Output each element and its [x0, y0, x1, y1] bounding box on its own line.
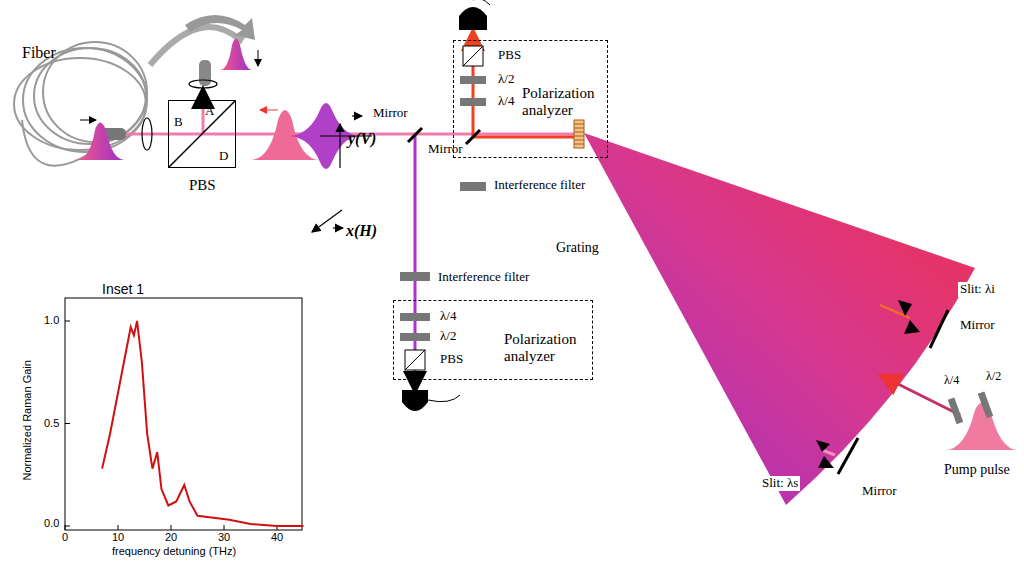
analyzer-optics	[400, 46, 993, 424]
slit-label: Slit: λi	[958, 282, 997, 297]
tick-label: 20	[165, 531, 177, 544]
beam-splitter-cube: ABDPBS	[168, 100, 236, 168]
part-name: λ/2	[986, 370, 1001, 384]
box-title: Polarization analyzer	[522, 85, 602, 120]
tick-label: 0.0	[44, 517, 59, 530]
detectors	[402, 0, 490, 411]
port-label: D	[219, 149, 228, 164]
port-label: B	[174, 115, 183, 130]
rotation-arrow	[185, 15, 255, 40]
part-name: λ/4	[498, 94, 514, 109]
mirrors	[408, 128, 948, 474]
axis-name: x(H)	[346, 222, 377, 240]
grating	[574, 120, 584, 148]
slit-label: Slit: λs	[760, 476, 800, 491]
part-name: λ/2	[440, 329, 456, 344]
fiber-coil	[14, 27, 246, 166]
axis-name: y(V)	[348, 130, 376, 148]
port-label: A	[205, 104, 214, 119]
tick-label: 30	[218, 531, 230, 544]
slits	[816, 300, 920, 468]
polarization-analyzer-box: Polarization analyzer	[453, 40, 608, 158]
part-name: λ/2	[498, 72, 514, 87]
interference-filters	[400, 182, 486, 281]
axis-title: Normalized Raman Gain	[21, 360, 34, 480]
lenses	[142, 80, 217, 150]
part-name: λ/4	[440, 309, 456, 324]
part-name: Mirror	[958, 318, 997, 333]
inset-title: Inset 1	[102, 281, 144, 297]
tick-label: 0.5	[44, 417, 59, 430]
part-name: Fiber	[22, 44, 56, 62]
part-name: Mirror	[373, 106, 408, 121]
part-name: Grating	[556, 240, 599, 256]
part-name: PBS	[498, 48, 521, 63]
polarization-analyzer-box: Polarization analyzer	[393, 300, 593, 380]
box-title: Polarization analyzer	[504, 331, 584, 366]
tick-label: 10	[112, 531, 124, 544]
part-name: Interference filter	[438, 270, 529, 285]
dispersed-spectrum	[584, 133, 975, 505]
port-label: PBS	[189, 177, 216, 194]
raman-gain-chart	[65, 298, 304, 530]
part-name: Interference filter	[494, 178, 585, 193]
tick-label: 1.0	[44, 314, 59, 327]
tick-label: 40	[271, 531, 283, 544]
part-name: PBS	[440, 352, 463, 367]
part-name: λ/4	[944, 374, 959, 388]
part-name: Mirror	[862, 484, 897, 499]
axis-title: frequency detuning (THz)	[112, 545, 236, 558]
part-name: Mirror	[428, 142, 463, 157]
tick-label: 0	[62, 531, 68, 544]
part-name: Pump pulse	[944, 462, 1010, 478]
